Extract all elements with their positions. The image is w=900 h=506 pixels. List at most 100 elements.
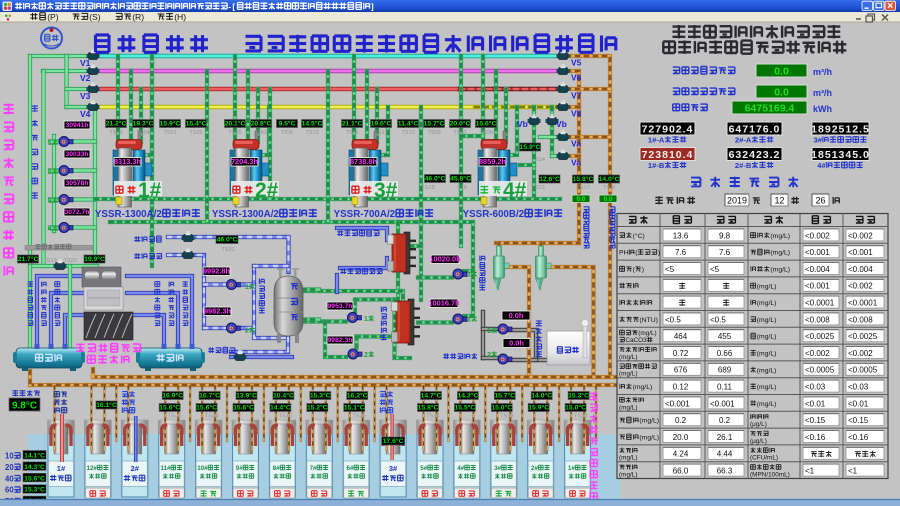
svg-text:TS 8: TS 8: [603, 185, 615, 191]
svg-text:TS20: TS20: [63, 258, 76, 264]
svg-text:TS17: TS17: [576, 185, 589, 191]
svg-text:TS08: TS08: [479, 130, 492, 136]
svg-text:676: 676: [674, 366, 688, 375]
svg-text:14.0°C: 14.0°C: [531, 392, 552, 400]
svg-text:16.1°C: 16.1°C: [96, 401, 117, 409]
svg-text:m³/h: m³/h: [813, 67, 832, 77]
svg-text:15.6°C: 15.6°C: [24, 474, 45, 482]
svg-text:<0.001: <0.001: [665, 399, 690, 408]
svg-text:11#: 11#: [161, 465, 172, 472]
svg-text:0.2: 0.2: [675, 416, 687, 425]
svg-text:2: 2: [467, 317, 471, 324]
svg-text:10020.0h: 10020.0h: [429, 255, 461, 264]
svg-text:0.0: 0.0: [603, 196, 612, 203]
svg-text:(: (: [635, 250, 638, 257]
svg-text:26: 26: [815, 196, 825, 206]
svg-text:12.6°C: 12.6°C: [539, 175, 560, 183]
svg-text:8#: 8#: [273, 465, 280, 472]
svg-text:<0.5: <0.5: [710, 315, 726, 324]
svg-text:(mg/L): (mg/L): [757, 401, 777, 408]
svg-text:): ): [658, 250, 660, 257]
svg-text:20: 20: [5, 463, 14, 472]
svg-text:46.0°C: 46.0°C: [425, 175, 446, 183]
svg-text:<0.002: <0.002: [848, 282, 873, 291]
svg-text:0.0: 0.0: [576, 196, 585, 203]
svg-text:(mg/L): (mg/L): [639, 418, 659, 425]
svg-text:9982.3h: 9982.3h: [328, 337, 353, 344]
svg-text:15.8°C: 15.8°C: [573, 175, 594, 183]
svg-text:kWh: kWh: [813, 104, 832, 114]
svg-text:(mg/L): (mg/L): [619, 455, 637, 462]
svg-text:(mg/L): (mg/L): [619, 371, 637, 378]
svg-text:(CFU/mL): (CFU/mL): [750, 455, 778, 462]
svg-text:46.0°C: 46.0°C: [217, 236, 238, 244]
svg-text:15.7°C: 15.7°C: [494, 392, 515, 400]
svg-text:15.1°C: 15.1°C: [344, 404, 365, 412]
svg-text:4.44: 4.44: [717, 450, 733, 459]
svg-text:<0.0001: <0.0001: [805, 299, 835, 308]
svg-text:14.3°C: 14.3°C: [457, 392, 478, 400]
svg-text:(°C): (°C): [633, 232, 645, 240]
svg-text:TS34: TS34: [426, 414, 439, 420]
svg-text:<0.16: <0.16: [805, 433, 826, 442]
svg-text:14.5°C: 14.5°C: [302, 120, 323, 128]
svg-text:66.0: 66.0: [673, 467, 689, 476]
svg-text:TS12: TS12: [374, 130, 387, 136]
svg-text:<0.01: <0.01: [848, 399, 869, 408]
svg-text:30941h: 30941h: [65, 122, 88, 129]
svg-text:15.3°C: 15.3°C: [24, 486, 45, 494]
svg-text:1#-A: 1#-A: [648, 136, 665, 145]
svg-text:<0.03: <0.03: [805, 383, 826, 392]
svg-text:2: 2: [487, 352, 491, 359]
svg-text:9.8°C: 9.8°C: [12, 401, 37, 412]
svg-text:V6: V6: [571, 73, 582, 83]
svg-text:3072.7h: 3072.7h: [65, 209, 90, 216]
svg-text:YSSR-600B/2: YSSR-600B/2: [463, 209, 525, 220]
svg-text:8738.8h: 8738.8h: [350, 157, 378, 166]
svg-text:20.0°C: 20.0°C: [450, 120, 471, 128]
svg-text:15.2°C: 15.2°C: [307, 404, 328, 412]
svg-text:723810.4: 723810.4: [642, 149, 694, 161]
svg-text:(mg/L): (mg/L): [770, 233, 790, 240]
svg-text:13.6: 13.6: [673, 231, 689, 240]
svg-text:2: 2: [48, 169, 52, 176]
svg-text:(mg/L): (mg/L): [757, 300, 777, 307]
svg-text:): ): [642, 267, 644, 274]
svg-text:<0.008: <0.008: [805, 315, 830, 324]
svg-text:455: 455: [718, 332, 732, 341]
svg-text:10016.7h: 10016.7h: [428, 299, 460, 308]
svg-text:66.3: 66.3: [717, 467, 733, 476]
svg-text:(P): (P): [47, 12, 59, 22]
svg-text:(R): (R): [132, 12, 144, 22]
svg-text:20.8°C: 20.8°C: [251, 120, 272, 128]
svg-text:15.6°C: 15.6°C: [233, 404, 254, 412]
svg-text:<1: <1: [848, 467, 858, 476]
svg-text:TID6: TID6: [281, 130, 293, 136]
svg-text:19.6°C: 19.6°C: [371, 120, 392, 128]
svg-text:(mg/L): (mg/L): [638, 330, 656, 337]
svg-text:(mg/L): (mg/L): [619, 354, 637, 361]
svg-text:<0.0025: <0.0025: [848, 332, 878, 341]
svg-text:TS11: TS11: [346, 130, 359, 136]
svg-text:(: (: [633, 267, 636, 274]
svg-text:TS36: TS36: [353, 414, 366, 420]
svg-text:TS40: TS40: [279, 414, 292, 420]
svg-text:1#: 1#: [57, 464, 66, 473]
svg-text:4#: 4#: [817, 161, 826, 170]
svg-text:632423.2: 632423.2: [729, 149, 781, 161]
svg-text:13.9°C: 13.9°C: [236, 392, 257, 400]
svg-text:S16: S16: [457, 185, 467, 191]
svg-text:V2: V2: [80, 73, 91, 83]
svg-text:7204.3h: 7204.3h: [231, 157, 259, 166]
svg-text:21.2°C: 21.2°C: [106, 120, 127, 128]
svg-text:4#: 4#: [457, 465, 464, 472]
svg-text:S14: S14: [535, 157, 545, 163]
svg-text:TS03: TS03: [109, 130, 122, 136]
svg-text:]: ]: [371, 1, 374, 11]
svg-text:16.2°C: 16.2°C: [347, 392, 368, 400]
svg-text:20.1°C: 20.1°C: [225, 120, 246, 128]
svg-text:9992.8h: 9992.8h: [203, 267, 231, 276]
svg-text:(mg/L): (mg/L): [619, 472, 637, 479]
svg-text:(mg/L): (mg/L): [770, 250, 790, 257]
svg-text:4.24: 4.24: [673, 450, 689, 459]
